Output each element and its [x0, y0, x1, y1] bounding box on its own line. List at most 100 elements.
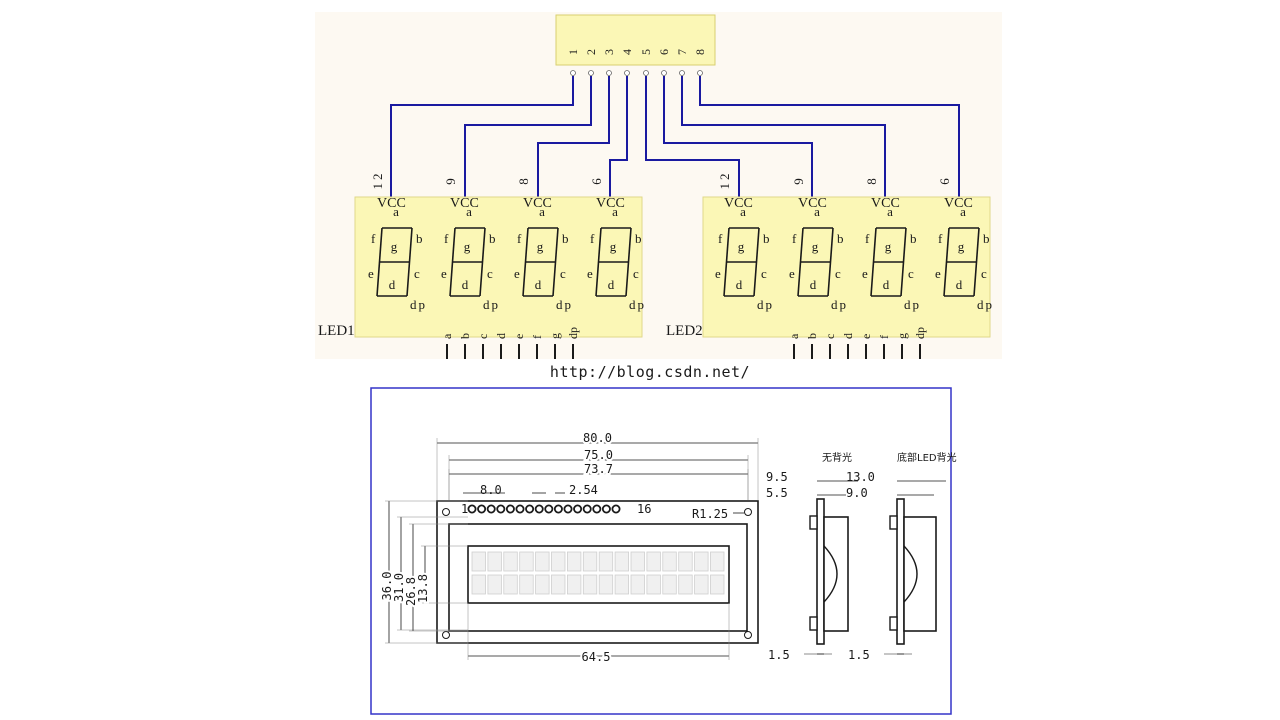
connector-wire — [681, 76, 886, 197]
connector-pin-terminal — [661, 70, 667, 76]
mounting-hole — [744, 508, 752, 516]
side-backlight-arc — [903, 545, 918, 603]
lcd-character-cell — [662, 551, 677, 572]
segment-b-label: b — [763, 231, 770, 246]
segment-c-label: c — [633, 266, 639, 281]
lcd-character-cell — [662, 574, 677, 595]
segment-b — [627, 227, 632, 263]
segment-c — [552, 261, 557, 297]
segment-a-label: a — [612, 204, 618, 219]
segment-b-label: b — [837, 231, 844, 246]
pin-header-connector — [555, 14, 716, 66]
connector-pin-terminal — [624, 70, 630, 76]
digit-vcc-label: VCC — [450, 196, 479, 211]
lcd-pin-hole — [477, 504, 487, 514]
lcd-character-cell — [630, 574, 645, 595]
side-dim-label: 5.5 — [766, 486, 788, 500]
segment-d-label: d — [389, 277, 396, 292]
mounting-hole — [442, 631, 450, 639]
segment-b-label: b — [416, 231, 423, 246]
lcd-character-cell — [503, 574, 518, 595]
lcd-pin-hole — [544, 504, 554, 514]
segment-e — [376, 261, 381, 297]
lcd-character-cell — [614, 551, 629, 572]
lcd-character-cell — [678, 551, 693, 572]
connector-pin-terminal — [643, 70, 649, 76]
digit-vcc-label: VCC — [724, 196, 753, 211]
segment-g-label: g — [885, 239, 892, 254]
segment-a-label: a — [539, 204, 545, 219]
segment-c — [753, 261, 758, 297]
segment-pin-label: c — [823, 334, 837, 339]
segment-f — [524, 227, 529, 263]
segment-a-label: a — [466, 204, 472, 219]
lcd-pin-hole — [582, 504, 592, 514]
segment-f-label: f — [371, 231, 376, 246]
lcd-character-cell — [598, 574, 614, 595]
side-tab — [889, 616, 898, 631]
side-backlight-arc — [823, 545, 838, 603]
mounting-hole — [442, 508, 450, 516]
side-dim-label: 9.0 — [846, 486, 868, 500]
segment-e — [723, 261, 728, 297]
lcd-character-cell — [471, 574, 486, 595]
side-view-title: 无背光 — [822, 451, 852, 464]
segment-e-label: e — [789, 266, 795, 281]
segment-a-label: a — [393, 204, 399, 219]
segment-b-label: b — [983, 231, 990, 246]
segment-dp-label: dp — [904, 297, 921, 312]
connector-pin-number: 7 — [675, 49, 689, 55]
segment-f-label: f — [590, 231, 595, 246]
connector-pin-number: 4 — [620, 49, 634, 55]
connector-pin-terminal — [679, 70, 685, 76]
side-dim-label: 9.5 — [766, 470, 788, 484]
common-pin-number: 6 — [589, 175, 604, 185]
lcd-character-cell — [710, 551, 725, 572]
digit-vcc-label: VCC — [871, 196, 900, 211]
connector-wire — [663, 76, 813, 197]
side-dim-label: 1.5 — [768, 648, 790, 662]
lcd-pin-hole — [525, 504, 535, 514]
led-module-label: LED1 — [318, 323, 355, 339]
segment-pin-label: dp — [913, 327, 927, 339]
segment-f — [945, 227, 950, 263]
segment-pin-label: d — [841, 333, 855, 339]
segment-pin-label: f — [877, 335, 891, 339]
lcd-character-cell — [614, 574, 629, 595]
connector-wire — [609, 76, 628, 197]
segment-d-label: d — [956, 277, 963, 292]
segment-g-label: g — [464, 239, 471, 254]
segment-f — [799, 227, 804, 263]
segment-c-label: c — [981, 266, 987, 281]
watermark-text: http://blog.csdn.net/ — [550, 363, 750, 381]
digit-vcc-label: VCC — [798, 196, 827, 211]
segment-b — [975, 227, 980, 263]
segment-c-label: c — [908, 266, 914, 281]
lcd-character-cell — [694, 574, 709, 595]
segment-g-label: g — [391, 239, 398, 254]
lcd-character-cell — [519, 551, 534, 572]
side-view-1: 无背光 9.5 5.5 1.5 — [766, 451, 858, 662]
dim-pin-pitch-label: 2.54 — [569, 483, 598, 497]
dim-bezel-height-label: 26.8 — [404, 577, 418, 606]
segment-f — [725, 227, 730, 263]
segment-e-label: e — [587, 266, 593, 281]
lcd-pin-hole — [515, 504, 525, 514]
segment-e — [522, 261, 527, 297]
lcd-viewing-area — [467, 545, 730, 604]
segment-b — [829, 227, 834, 263]
segment-f — [597, 227, 602, 263]
side-view-title: 底部LED背光 — [897, 451, 957, 464]
segment-c — [625, 261, 630, 297]
connector-pin-terminal — [697, 70, 703, 76]
lcd-character-cell — [630, 551, 645, 572]
lcd-character-cell — [487, 574, 502, 595]
lcd-pin-hole — [505, 504, 515, 514]
segment-pin-label: a — [440, 333, 454, 339]
connector-pin-terminal — [588, 70, 594, 76]
segment-pin-label: b — [458, 333, 472, 339]
segment-e — [449, 261, 454, 297]
